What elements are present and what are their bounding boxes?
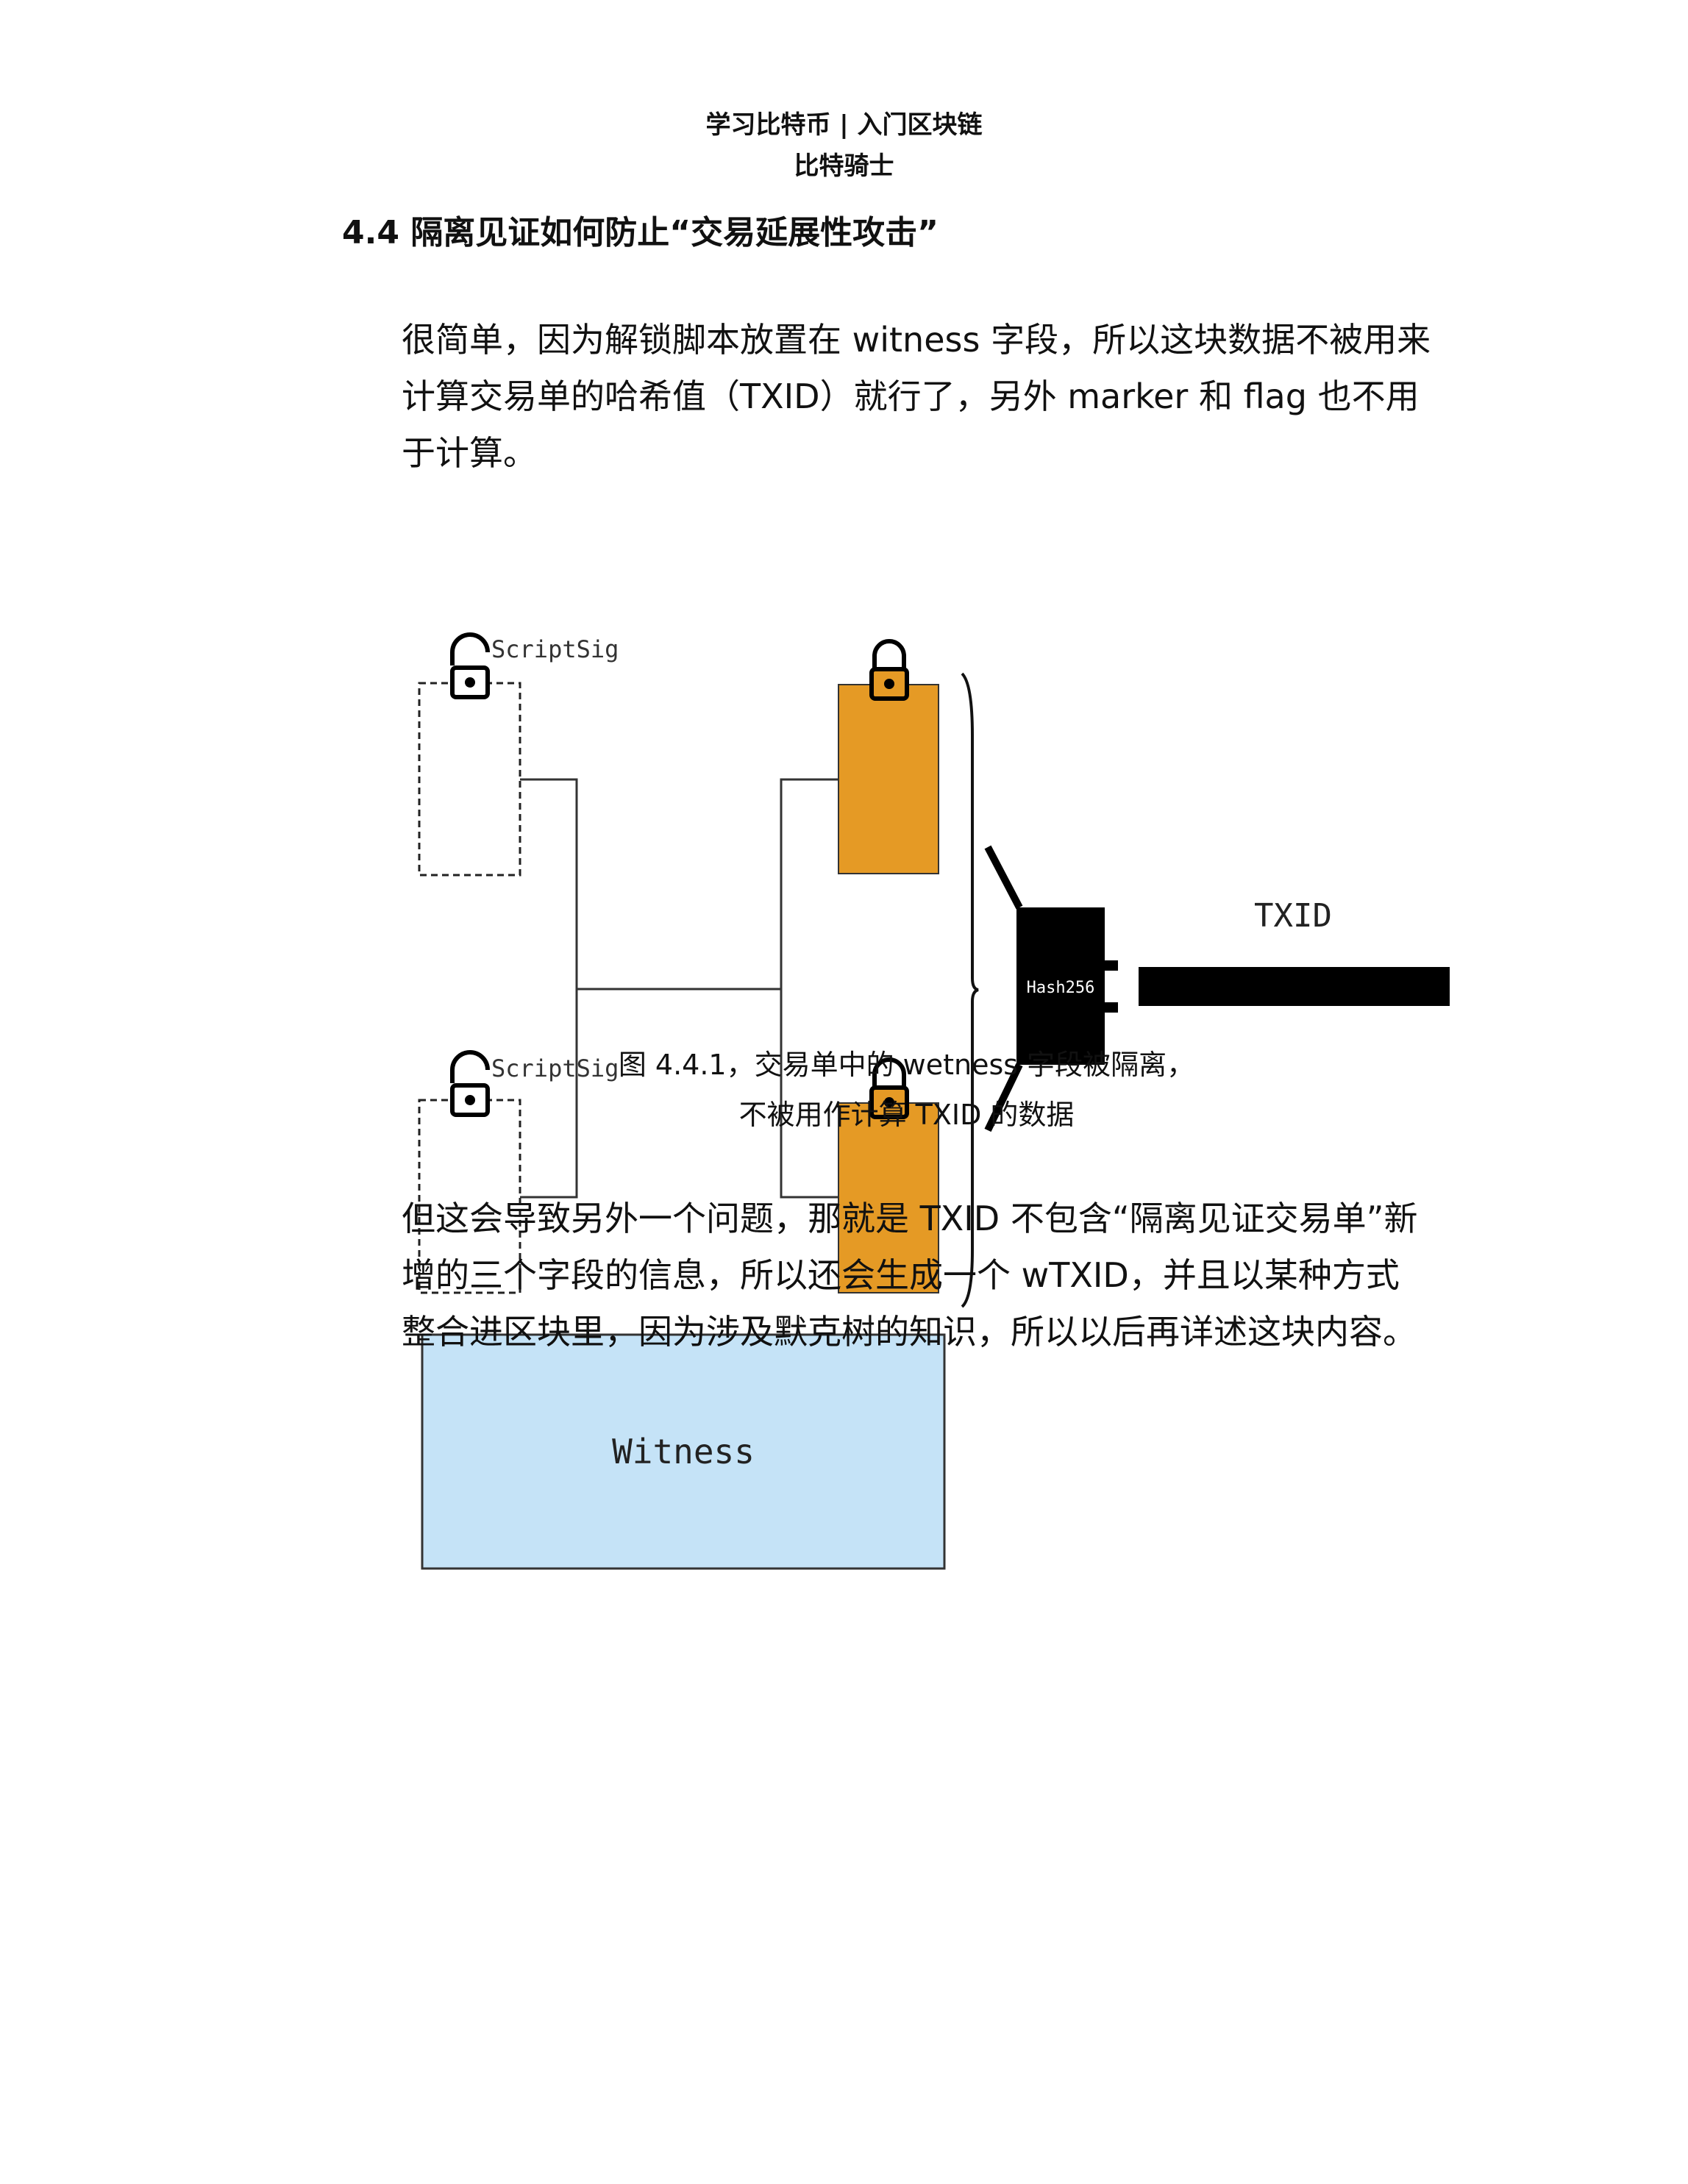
- txid-bar: [1139, 967, 1450, 1006]
- hash-funnel: [984, 845, 1023, 1132]
- scriptsig-box-1: [418, 682, 521, 877]
- hash-pin: [1103, 1002, 1118, 1013]
- paragraph-1: 很简单，因为解锁脚本放置在 witness 字段，所以这块数据不被用来计算交易单…: [402, 320, 1431, 473]
- hash-pin: [1103, 960, 1118, 971]
- closed-lock-icon: [869, 639, 909, 701]
- connector-right: [780, 778, 838, 1199]
- closed-lock-icon: [869, 1057, 909, 1119]
- hash256-label: Hash256: [1027, 979, 1095, 997]
- figure-caption-line-1: 图 4.4.1，交易单中的 wetness 字段被隔离，: [618, 1049, 1195, 1081]
- scriptsig-label-2: ScriptSig: [491, 1054, 619, 1082]
- hash256-box: [1016, 907, 1105, 1065]
- paragraph-2: 但这会导致另外一个问题，那就是 TXID 不包含“隔离见证交易单”新增的三个字段…: [402, 1199, 1418, 1352]
- header-title: 学习比特币 | 入门区块链: [705, 110, 983, 140]
- scriptsig-label-1: ScriptSig: [491, 635, 619, 663]
- output-box-2: [838, 1102, 939, 1293]
- open-lock-icon: [450, 1050, 490, 1117]
- witness-label: Witness: [612, 1432, 755, 1471]
- witness-box: [421, 1333, 946, 1570]
- open-lock-icon: [450, 632, 490, 699]
- brace: [961, 672, 979, 1308]
- header-author: 比特骑士: [794, 151, 894, 181]
- connector-left: [520, 778, 578, 1199]
- section-heading: 4.4 隔离见证如何防止“交易延展性攻击”: [342, 214, 939, 251]
- output-box-1: [838, 684, 939, 874]
- txid-label: TXID: [1254, 897, 1332, 935]
- figure-caption-line-2: 不被用作计算 TXID 的数据: [738, 1099, 1075, 1131]
